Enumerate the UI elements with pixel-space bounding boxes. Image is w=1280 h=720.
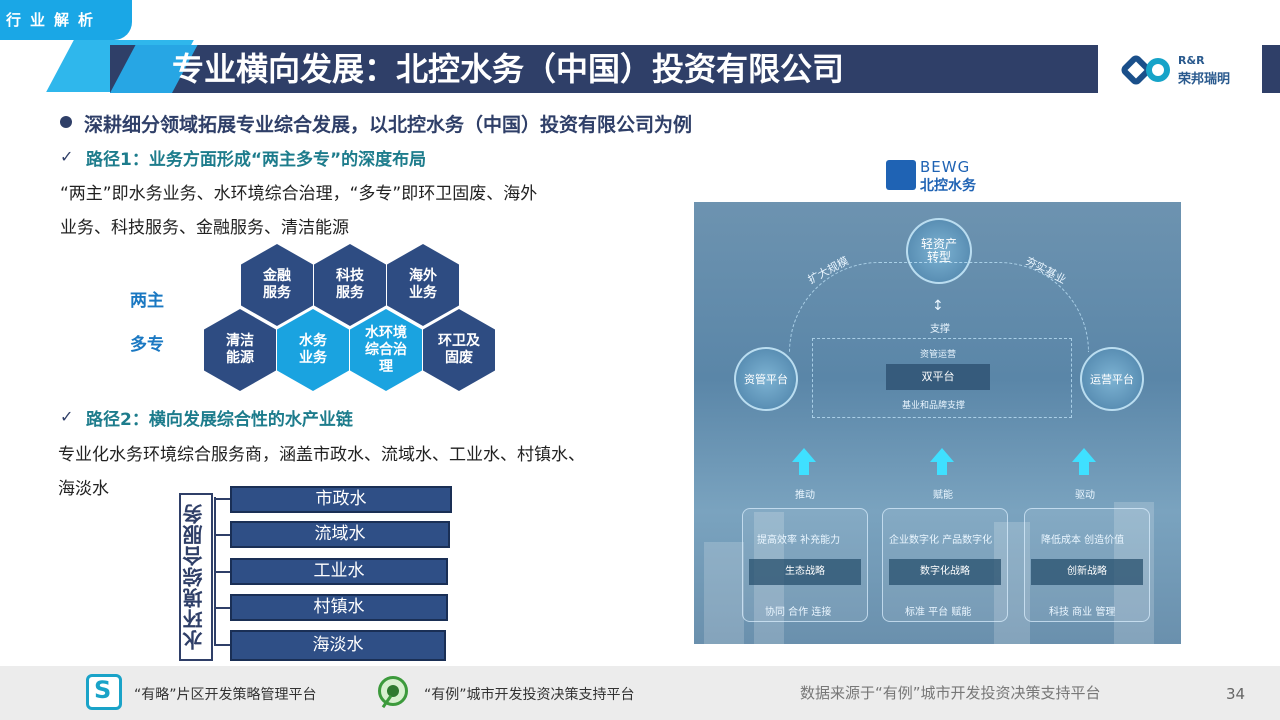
headline: 深耕细分领域拓展专业综合发展，以北控水务（中国）投资有限公司为例	[84, 114, 693, 136]
drive-label-2: 赋能	[933, 490, 953, 501]
card-top: 企业数字化 产品数字化	[889, 535, 993, 546]
title-bar-end	[1262, 45, 1280, 93]
bracket-tick	[214, 498, 230, 500]
water-title-box	[179, 493, 213, 661]
youlue-s-icon: S	[94, 676, 112, 704]
updown-arrow-icon: ↕	[932, 298, 944, 314]
card-bottom: 协同 合作 连接	[765, 607, 832, 618]
path1-label: 路径1：业务方面形成“两主多专”的深度布局	[86, 150, 427, 170]
data-source: 数据来源于“有例”城市开发投资决策支持平台	[800, 684, 1101, 702]
up-arrow-stem	[1079, 461, 1089, 475]
building-silhouette	[704, 542, 744, 644]
check-icon: ✓	[60, 147, 74, 166]
bewg-wave-icon	[886, 160, 916, 190]
water-item: 海淡水	[230, 630, 446, 661]
path1-desc-line1: “两主”即水务业务、水环境综合治理，“多专”即环卫固废、海外	[60, 184, 538, 204]
path1-desc-line2: 业务、科技服务、金融服务、清洁能源	[60, 218, 349, 238]
support-label: 支撑	[930, 324, 950, 335]
water-item: 工业水	[230, 558, 448, 585]
drive-label-1: 推动	[795, 490, 815, 501]
youli-logo-center	[387, 685, 399, 697]
bracket-tick	[214, 607, 230, 609]
hex-text: 清洁 能源	[226, 333, 254, 366]
water-title: 水环境综合服务	[182, 503, 206, 651]
hex-text: 环卫及 固废	[438, 333, 480, 366]
strategy-diagram: 轻资产 转型 扩大规模 夯实基业 ↕ 支撑 资管运营 双平台 基业和品牌支撑 资…	[694, 202, 1181, 644]
logo-cn: 荣邦瑞明	[1178, 72, 1231, 87]
hex-tech: 科技 服务	[314, 244, 386, 326]
up-arrow-icon	[1072, 448, 1096, 462]
asset-ops-label: 资管运营	[920, 350, 957, 360]
check-icon: ✓	[60, 407, 74, 426]
section-tag: 行业解析	[0, 0, 132, 40]
drive-label-3: 驱动	[1075, 490, 1095, 501]
hex-text: 金融 服务	[263, 268, 291, 301]
youlue-logo-icon	[86, 674, 122, 710]
hex-water-environment: 水环境 综合治 理	[350, 309, 422, 391]
logo-ring-icon	[1146, 58, 1170, 82]
hex-overseas: 海外 业务	[387, 244, 459, 326]
up-arrow-icon	[792, 448, 816, 462]
hex-finance: 金融 服务	[241, 244, 313, 326]
hex-clean-energy: 清洁 能源	[204, 309, 276, 391]
card-title: 创新战略	[1031, 559, 1143, 585]
hex-text: 水务 业务	[299, 333, 327, 366]
footer	[0, 666, 1280, 720]
bewg-en: BEWG	[920, 158, 971, 176]
bracket-tick	[214, 571, 230, 573]
bewg-logo: BEWG 北控水务	[886, 158, 990, 194]
footer-platform-2: “有例”城市开发投资决策支持平台	[424, 687, 635, 703]
footer-platform-1: “有略”片区开发策略管理平台	[134, 687, 317, 703]
strategy-card: 降低成本 创造价值 创新战略 科技 商业 管理	[1024, 508, 1150, 622]
card-title: 数字化战略	[889, 559, 1001, 585]
hex-text: 海外 业务	[409, 268, 437, 301]
base-label: 基业和品牌支撑	[902, 401, 966, 411]
page-title: 专业横向发展：北控水务（中国）投资有限公司	[172, 50, 845, 88]
path2-desc-line2: 海淡水	[58, 479, 109, 499]
title-bar	[110, 45, 1098, 93]
hex-water-business: 水务 业务	[277, 309, 349, 391]
two-main-label: 两主	[130, 291, 164, 311]
dual-platform-box: 双平台	[886, 364, 990, 390]
card-top: 提高效率 补充能力	[757, 535, 841, 546]
right-platform-circle: 运营平台	[1080, 347, 1144, 411]
card-title: 生态战略	[749, 559, 861, 585]
strategy-card: 提高效率 补充能力 生态战略 协同 合作 连接	[742, 508, 868, 622]
up-arrow-stem	[799, 461, 809, 475]
page-number: 34	[1226, 685, 1246, 703]
bullet-icon	[60, 116, 72, 128]
bewg-cn: 北控水务	[920, 178, 976, 194]
platform-dashed-box	[812, 338, 1072, 418]
hex-text: 科技 服务	[336, 268, 364, 301]
water-item: 流域水	[230, 521, 450, 548]
water-item: 市政水	[230, 486, 452, 513]
bracket-tick	[214, 644, 230, 646]
card-bottom: 标准 平台 赋能	[905, 607, 972, 618]
logo-en: R&R	[1178, 54, 1205, 67]
hex-text: 水环境 综合治 理	[365, 324, 407, 375]
hex-sanitation: 环卫及 固废	[423, 309, 495, 391]
water-item: 村镇水	[230, 594, 448, 621]
left-platform-circle: 资管平台	[734, 347, 798, 411]
up-arrow-stem	[937, 461, 947, 475]
card-bottom: 科技 商业 管理	[1049, 607, 1116, 618]
strategy-card: 企业数字化 产品数字化 数字化战略 标准 平台 赋能	[882, 508, 1008, 622]
up-arrow-icon	[930, 448, 954, 462]
path2-desc-line1: 专业化水务环境综合服务商，涵盖市政水、流域水、工业水、村镇水、	[58, 445, 585, 465]
path2-label: 路径2：横向发展综合性的水产业链	[86, 410, 353, 430]
company-logo: R&R 荣邦瑞明	[1119, 52, 1234, 88]
multi-spec-label: 多专	[130, 335, 164, 355]
bracket-tick	[214, 534, 230, 536]
card-top: 降低成本 创造价值	[1041, 535, 1125, 546]
